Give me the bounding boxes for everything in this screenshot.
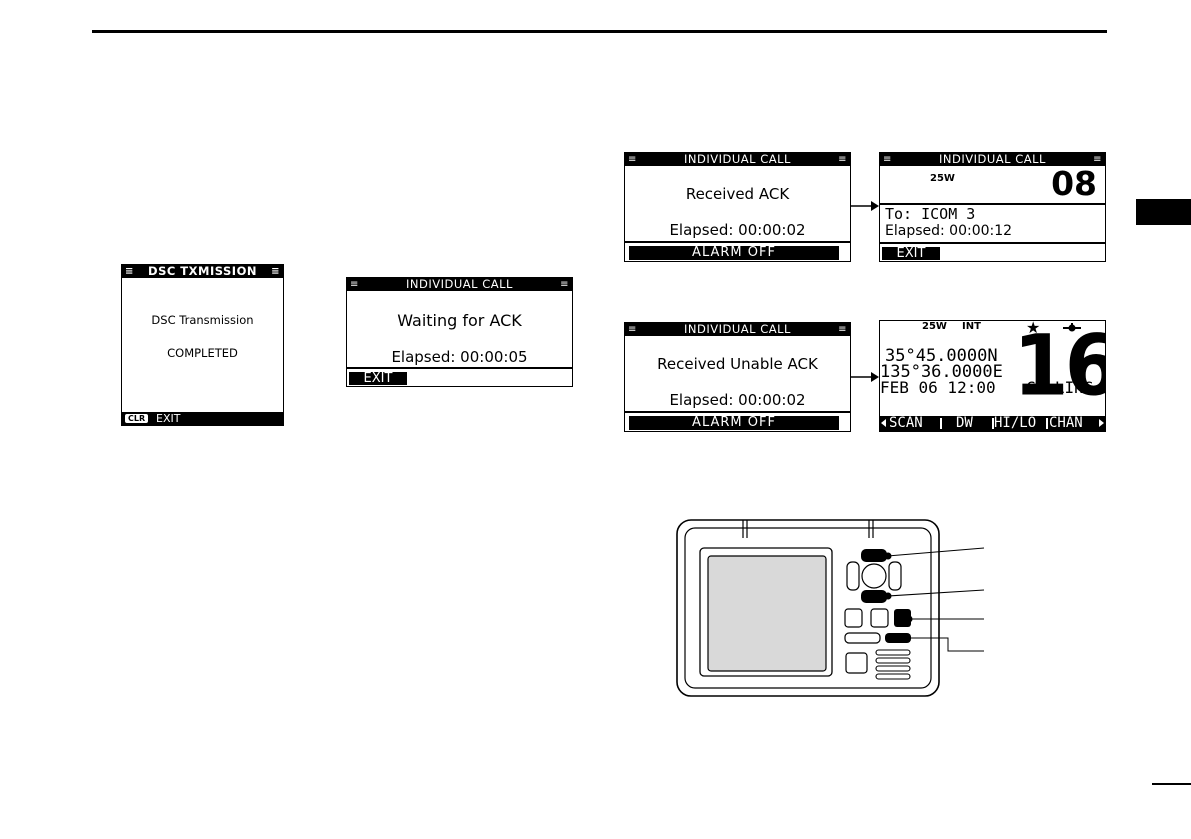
softkey-divider [940, 418, 942, 429]
arrow-right-icon [851, 201, 879, 211]
ack-result-screen: ≡ INDIVIDUAL CALL ≡ 25W 08 To: ICOM 3 El… [879, 152, 1106, 262]
screen-title-bar: ≡ INDIVIDUAL CALL ≡ [625, 323, 850, 336]
completed-label: COMPLETED [167, 346, 238, 360]
channel-number: 08 [1051, 164, 1097, 203]
received-ack-screen: ≡ INDIVIDUAL CALL ≡ Received ACK Elapsed… [624, 152, 851, 262]
exit-softkey[interactable]: EXIT [156, 412, 181, 425]
softkey-divider [992, 418, 994, 429]
waiting-message: Waiting for ACK [397, 311, 522, 330]
exit-softkey[interactable]: EXIT [882, 247, 940, 260]
screen-title: INDIVIDUAL CALL [406, 277, 513, 291]
divider [347, 367, 572, 369]
scan-softkey[interactable]: SCAN [889, 415, 923, 431]
exit-softkey[interactable]: EXIT [349, 372, 407, 385]
antenna-icon [1063, 323, 1081, 332]
divider [880, 242, 1105, 244]
menu-icon: ≡ [560, 279, 569, 290]
received-unable-ack-screen: ≡ INDIVIDUAL CALL ≡ Received Unable ACK … [624, 322, 851, 432]
menu-icon: ≡ [628, 154, 637, 165]
menu-icon: ≡ [1093, 154, 1102, 165]
menu-icon: ≡ [628, 324, 637, 335]
screen-title: INDIVIDUAL CALL [684, 322, 791, 336]
menu-icon: ≡ [271, 266, 280, 277]
waiting-ack-screen: ≡ INDIVIDUAL CALL ≡ Waiting for ACK Elap… [346, 277, 573, 387]
mode-indicator: INT [962, 321, 981, 332]
power-level: 25W [930, 173, 955, 184]
menu-icon: ≡ [125, 266, 134, 277]
elapsed-time: Elapsed: 00:00:02 [669, 221, 806, 239]
softkey-divider [1046, 418, 1048, 429]
elapsed-time: Elapsed: 00:00:02 [669, 391, 806, 409]
page-number-rule [1152, 783, 1191, 785]
to-station: To: ICOM 3 [885, 205, 976, 223]
received-message: Received ACK [685, 185, 790, 203]
menu-icon: ≡ [350, 279, 359, 290]
screen-title: INDIVIDUAL CALL [939, 152, 1046, 166]
screen-title-bar: ≡ INDIVIDUAL CALL ≡ [347, 278, 572, 291]
elapsed-time: Elapsed: 00:00:12 [885, 223, 1013, 239]
scroll-right-icon[interactable] [1099, 419, 1104, 427]
screen-title: INDIVIDUAL CALL [684, 152, 791, 166]
received-message: Received Unable ACK [657, 355, 818, 373]
date-time: FEB 06 12:00 [880, 378, 996, 397]
power-level: 25W [922, 321, 947, 332]
section-tab [1136, 199, 1191, 225]
alarm-off-softkey[interactable]: ALARM OFF [629, 416, 839, 430]
menu-icon: ≡ [838, 154, 847, 165]
divider [625, 411, 850, 413]
softkey-bar: SCAN DW HI/LO CHAN [880, 416, 1105, 431]
radio-front-panel [676, 519, 985, 697]
screen-title-bar: ≡ INDIVIDUAL CALL ≡ [880, 153, 1105, 166]
menu-icon: ≡ [838, 324, 847, 335]
dsc-transmission-screen: ≡ DSC TXMISSION ≡ DSC Transmission COMPL… [121, 264, 284, 426]
transmission-message: DSC Transmission [151, 313, 254, 327]
chan-softkey[interactable]: CHAN [1049, 415, 1083, 431]
screen-title-bar: ≡ INDIVIDUAL CALL ≡ [625, 153, 850, 166]
screen-title-bar: ≡ DSC TXMISSION ≡ [122, 265, 283, 278]
star-icon: ★ [1026, 320, 1041, 337]
screen-title: DSC TXMISSION [148, 264, 257, 278]
arrow-right-icon [851, 372, 879, 382]
alarm-off-softkey[interactable]: ALARM OFF [629, 246, 839, 260]
hi-lo-softkey[interactable]: HI/LO [994, 415, 1037, 431]
divider [880, 203, 1105, 205]
main-channel-screen: 25W INT ★ 16 35°45.0000N 135°36.0000E FE… [879, 320, 1106, 432]
page-top-rule [92, 30, 1107, 33]
calling-status: CALLING [1026, 378, 1094, 397]
menu-icon: ≡ [883, 154, 892, 165]
longitude: 135°36.0000E [880, 362, 1003, 382]
elapsed-time: Elapsed: 00:00:05 [391, 348, 528, 366]
divider [625, 241, 850, 243]
scroll-left-icon[interactable] [881, 419, 886, 427]
softkey-bar: CLR EXIT [122, 412, 283, 425]
latitude: 35°45.0000N [885, 346, 998, 366]
channel-number: 16 [1013, 320, 1106, 415]
clr-key[interactable]: CLR [125, 414, 149, 423]
dw-softkey[interactable]: DW [956, 415, 973, 431]
